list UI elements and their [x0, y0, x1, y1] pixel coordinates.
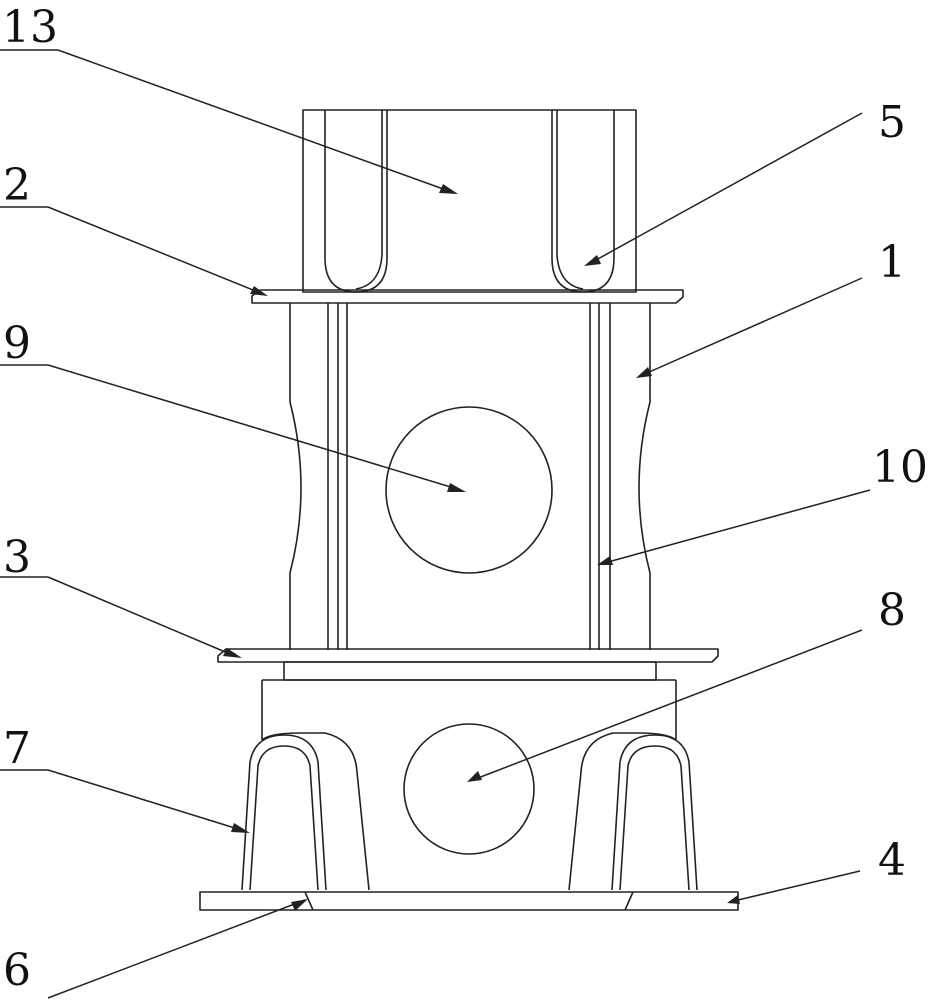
base-body [199, 679, 739, 911]
body-hole [385, 406, 553, 574]
neck [283, 661, 657, 681]
callout-7: 7 [3, 723, 31, 774]
main-body [289, 303, 651, 650]
foot-plate [199, 891, 739, 911]
upper-plate [251, 289, 684, 304]
callout-2: 2 [3, 160, 31, 211]
callout-13: 13 [2, 2, 58, 53]
leader-lines [0, 49, 871, 999]
callout-3: 3 [3, 532, 31, 583]
callout-8: 8 [878, 585, 906, 636]
lower-plate [217, 648, 719, 663]
callout-1: 1 [878, 237, 906, 288]
callout-4: 4 [878, 835, 906, 886]
callout-10: 10 [872, 442, 928, 493]
top-sleeve [302, 109, 637, 293]
callout-6: 6 [3, 945, 31, 996]
base-hole [403, 723, 535, 855]
callout-9: 9 [3, 318, 31, 369]
callout-5: 5 [878, 97, 906, 148]
